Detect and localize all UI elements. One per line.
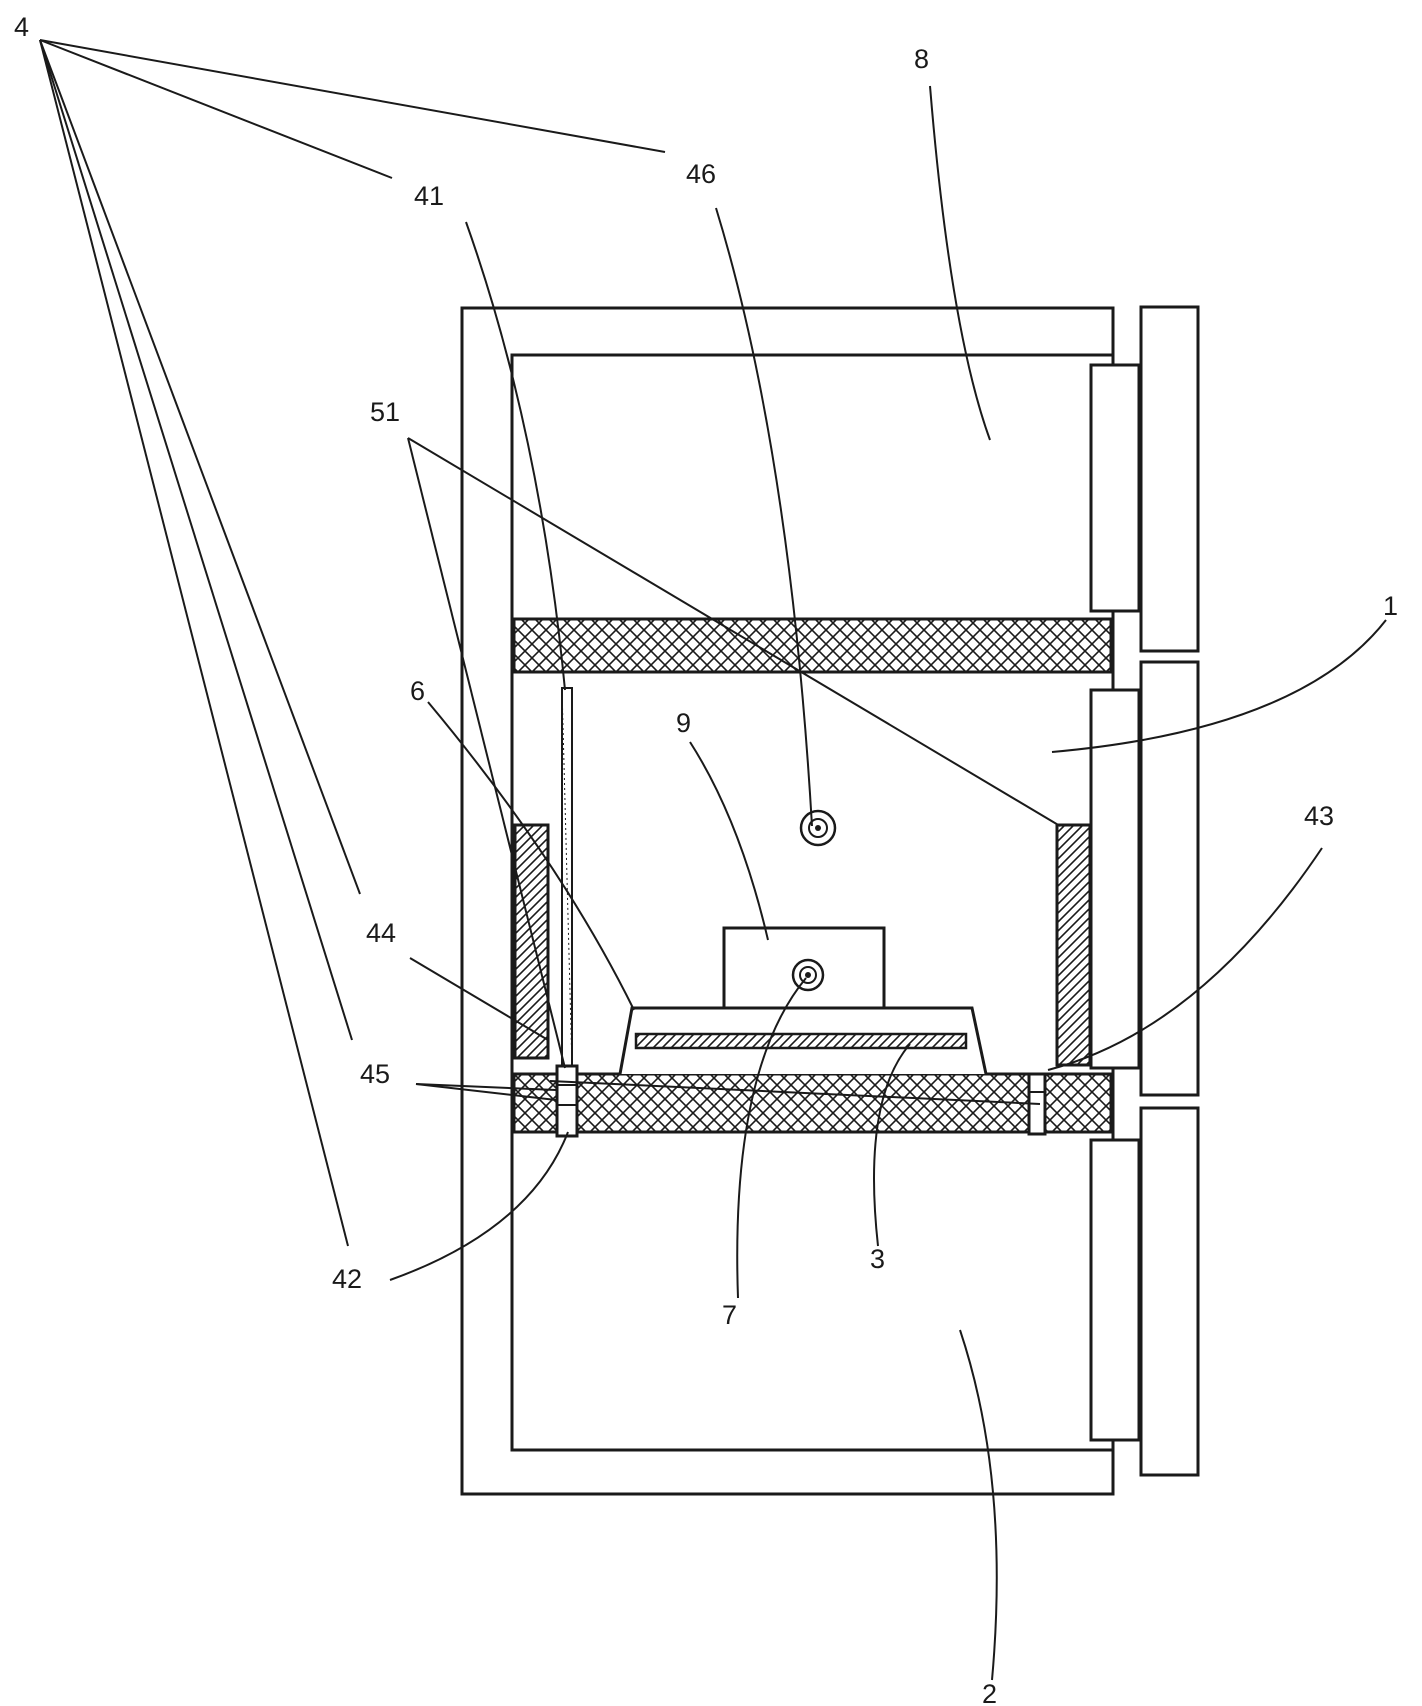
right-door-panels — [1089, 305, 1200, 1477]
label-45: 45 — [360, 1059, 390, 1089]
lower-circle-component — [791, 958, 825, 992]
label-41: 41 — [414, 181, 444, 211]
label-51: 51 — [370, 397, 400, 427]
label-8: 8 — [914, 44, 929, 74]
left-side-wall — [513, 823, 550, 1060]
label-7: 7 — [722, 1300, 737, 1330]
label-3: 3 — [870, 1244, 885, 1274]
upper-partition — [512, 617, 1113, 674]
cabinet-body — [460, 306, 1115, 1496]
upper-circle-component — [799, 809, 837, 847]
label-42: 42 — [332, 1264, 362, 1294]
label-9: 9 — [676, 708, 691, 738]
label-46: 46 — [686, 159, 716, 189]
label-6: 6 — [410, 676, 425, 706]
label-4: 4 — [14, 12, 29, 42]
right-side-wall — [1055, 823, 1092, 1067]
leader-lines — [39, 39, 1387, 1681]
transmission-belt — [549, 1080, 1041, 1105]
label-2: 2 — [982, 1679, 997, 1706]
label-44: 44 — [366, 918, 396, 948]
tray-base — [618, 1006, 988, 1075]
label-43: 43 — [1304, 801, 1334, 831]
label-1: 1 — [1383, 591, 1398, 621]
screw-rod — [561, 687, 573, 1069]
left-slider-block — [555, 1064, 579, 1138]
